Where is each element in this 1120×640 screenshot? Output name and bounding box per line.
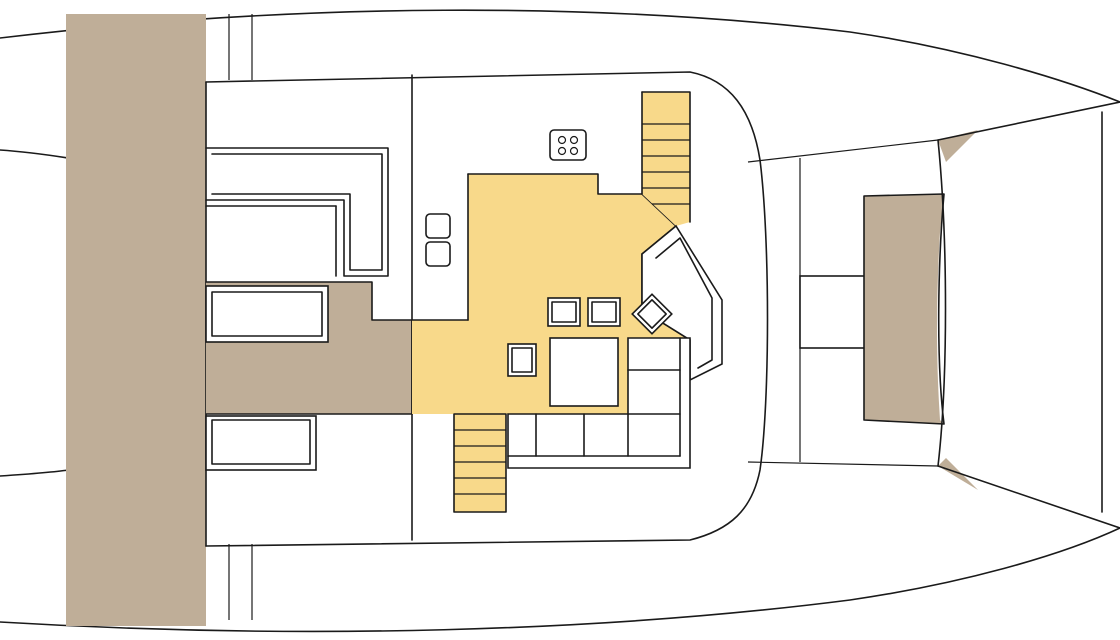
port-hull-line — [0, 149, 69, 159]
cockpit-bench-cushion — [211, 291, 323, 337]
foredeck-lounge-edge — [863, 193, 945, 425]
foredeck-hatch — [799, 275, 875, 349]
cooktop-burner — [569, 135, 579, 145]
cockpit-bench — [205, 285, 329, 343]
companionway-starboard — [454, 414, 506, 512]
cockpit-bench — [205, 415, 317, 471]
sofa-icon — [205, 147, 389, 277]
sink-bowl — [425, 213, 451, 239]
companionway-edge — [641, 91, 691, 223]
chair-seat — [637, 299, 667, 329]
chair-icon — [547, 297, 581, 327]
crossbeam-edge — [937, 465, 1120, 529]
chair-seat — [551, 301, 577, 323]
sofa-icon — [507, 337, 691, 469]
hull-top-edge — [0, 9, 1120, 103]
cooktop-burner — [569, 146, 579, 156]
starboard-hull-line — [0, 469, 69, 477]
hull-bottom-edge — [0, 527, 1120, 633]
sofa-outline — [205, 147, 389, 277]
foredeck-edge — [747, 139, 939, 163]
foredeck-lounge — [938, 458, 978, 490]
cabin-outline — [205, 71, 769, 547]
hull — [0, 9, 1120, 633]
companionway-edge — [453, 413, 507, 513]
sofa-backrest — [211, 153, 383, 271]
foredeck-edge — [747, 461, 939, 467]
cooktop-burner — [557, 146, 567, 156]
stair-treads — [642, 123, 690, 205]
chair-icon — [587, 297, 621, 327]
foredeck-lounge — [864, 194, 944, 424]
aft-swim-platform — [66, 14, 206, 626]
cockpit-floor-edge — [205, 281, 413, 415]
cooktop-burner — [557, 135, 567, 145]
sink-bowl — [425, 241, 451, 267]
companionway-port — [642, 92, 690, 226]
cooktop-icon — [549, 129, 587, 161]
crossbeam-edge — [937, 101, 1120, 141]
double-sink-icon — [425, 213, 451, 267]
foredeck-lounge — [938, 130, 978, 162]
cockpit-bench-cushion — [211, 419, 311, 465]
trampoline-edge — [937, 139, 947, 467]
chair-outline — [631, 293, 673, 335]
chair-icon — [631, 293, 673, 335]
cooktop-outline — [549, 129, 587, 161]
chair-seat — [511, 347, 533, 373]
dining-table-icon — [549, 337, 619, 407]
chair-icon — [507, 343, 537, 377]
helm-bulkhead-inner — [655, 237, 713, 369]
stair-treads — [454, 429, 506, 495]
saloon-galley-floor — [412, 174, 690, 414]
chair-seat — [591, 301, 617, 323]
